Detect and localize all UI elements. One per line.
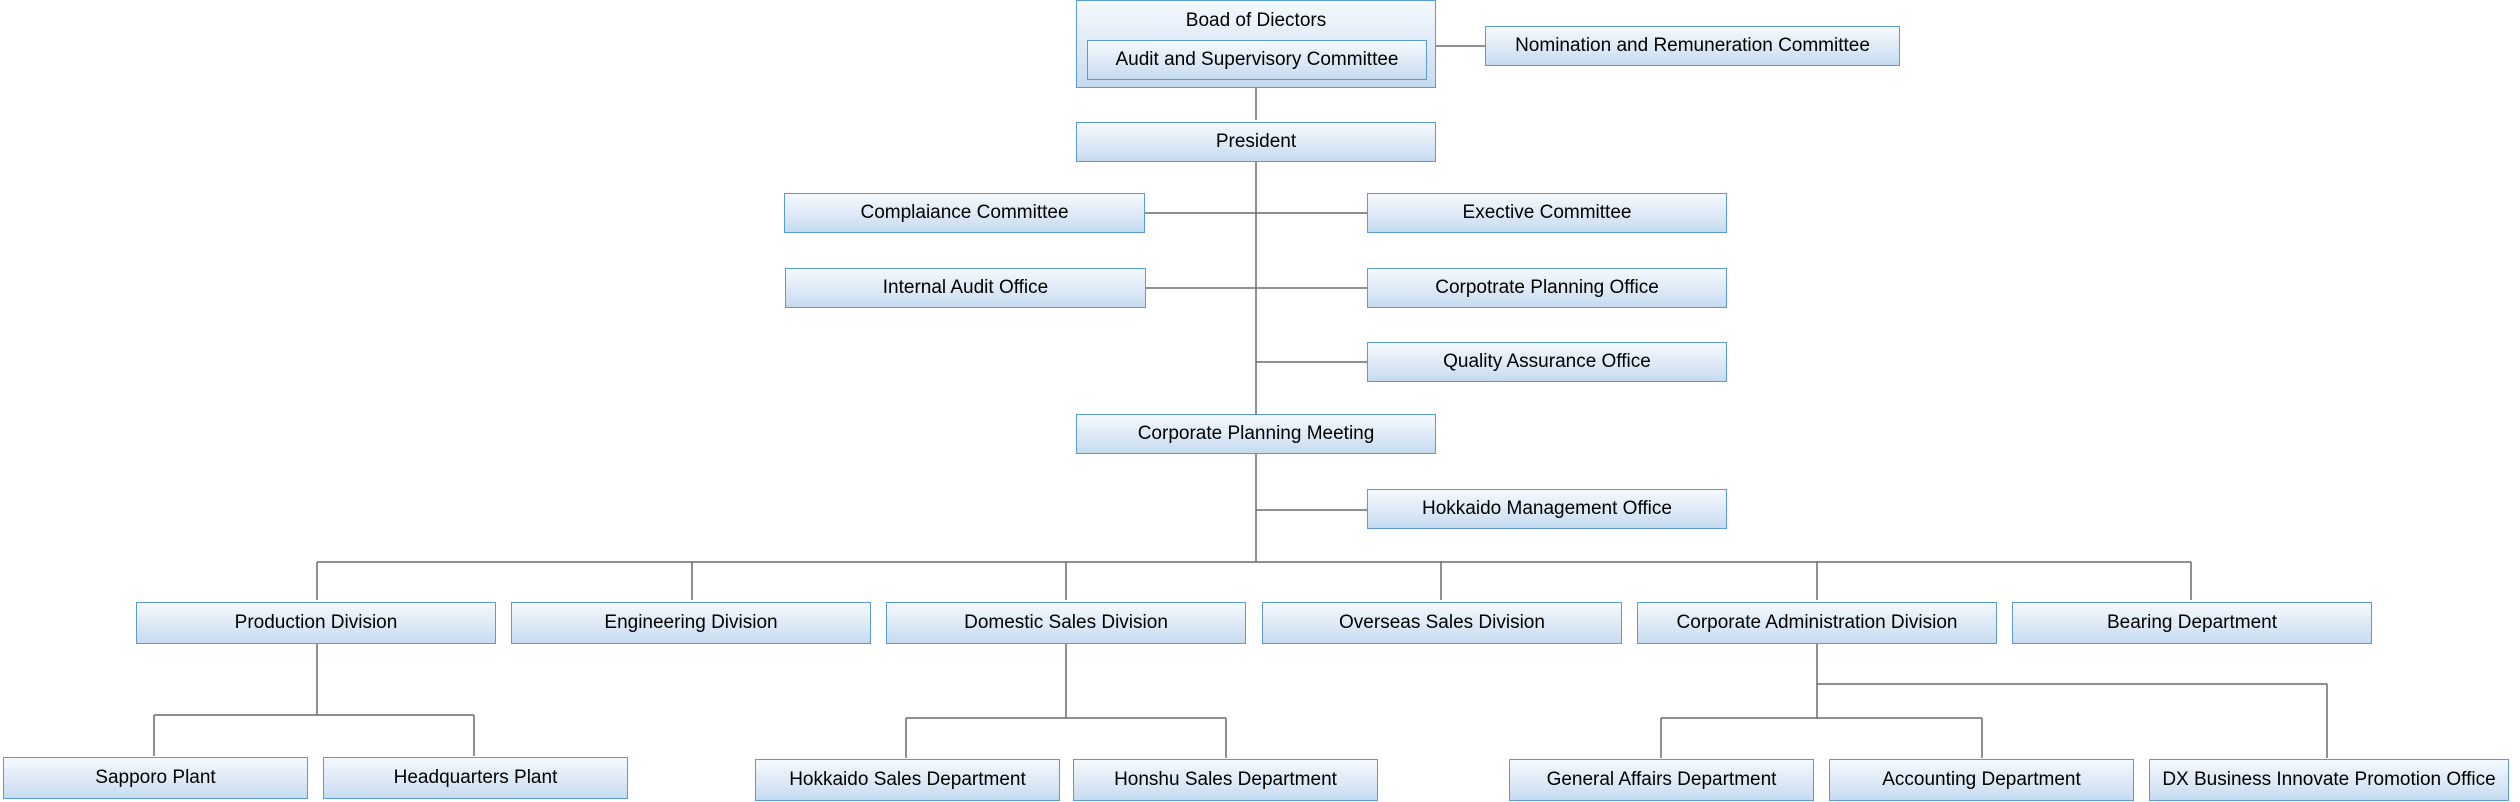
bearing-department-box: Bearing Department bbox=[2012, 602, 2372, 644]
corporate-administration-division-box: Corporate Administration Division bbox=[1637, 602, 1997, 644]
production-division-label: Production Division bbox=[234, 612, 398, 633]
corporate-planning-office-label: Corpotrate Planning Office bbox=[1435, 277, 1659, 298]
overseas-sales-division-box: Overseas Sales Division bbox=[1262, 602, 1622, 644]
overseas-sales-division-label: Overseas Sales Division bbox=[1339, 612, 1545, 633]
accounting-department-label: Accounting Department bbox=[1882, 769, 2081, 790]
engineering-division-label: Engineering Division bbox=[604, 612, 778, 633]
quality-assurance-office-label: Quality Assurance Office bbox=[1443, 351, 1651, 372]
corporate-administration-division-label: Corporate Administration Division bbox=[1676, 612, 1958, 633]
dx-business-innovate-promotion-office-box: DX Business Innovate Promotion Office bbox=[2149, 759, 2509, 801]
audit-supervisory-committee-label: Audit and Supervisory Committee bbox=[1115, 49, 1399, 70]
headquarters-plant-box: Headquarters Plant bbox=[323, 757, 628, 799]
executive-committee-box: Exective Committee bbox=[1367, 193, 1727, 233]
production-division-box: Production Division bbox=[136, 602, 496, 644]
domestic-sales-division-label: Domestic Sales Division bbox=[964, 612, 1168, 633]
domestic-sales-division-box: Domestic Sales Division bbox=[886, 602, 1246, 644]
headquarters-plant-label: Headquarters Plant bbox=[393, 767, 558, 788]
sapporo-plant-box: Sapporo Plant bbox=[3, 757, 308, 799]
general-affairs-department-label: General Affairs Department bbox=[1546, 769, 1777, 790]
board-of-directors-label: Boad of Diectors bbox=[1185, 10, 1327, 31]
engineering-division-box: Engineering Division bbox=[511, 602, 871, 644]
president-label: President bbox=[1215, 131, 1297, 152]
accounting-department-box: Accounting Department bbox=[1829, 759, 2134, 801]
compliance-committee-label: Complaiance Committee bbox=[860, 202, 1069, 223]
nomination-remuneration-committee-label: Nomination and Remuneration Committee bbox=[1515, 35, 1870, 56]
corporate-planning-office-box: Corpotrate Planning Office bbox=[1367, 268, 1727, 308]
internal-audit-office-label: Internal Audit Office bbox=[882, 277, 1049, 298]
hokkaido-management-office-label: Hokkaido Management Office bbox=[1422, 498, 1672, 519]
general-affairs-department-box: General Affairs Department bbox=[1509, 759, 1814, 801]
honshu-sales-department-label: Honshu Sales Department bbox=[1114, 769, 1337, 790]
corporate-planning-meeting-box: Corporate Planning Meeting bbox=[1076, 414, 1436, 454]
executive-committee-label: Exective Committee bbox=[1462, 202, 1632, 223]
honshu-sales-department-box: Honshu Sales Department bbox=[1073, 759, 1378, 801]
president-box: President bbox=[1076, 122, 1436, 162]
dx-business-innovate-promotion-office-label: DX Business Innovate Promotion Office bbox=[2162, 769, 2496, 790]
hokkaido-management-office-box: Hokkaido Management Office bbox=[1367, 489, 1727, 529]
internal-audit-office-box: Internal Audit Office bbox=[785, 268, 1146, 308]
quality-assurance-office-box: Quality Assurance Office bbox=[1367, 342, 1727, 382]
hokkaido-sales-department-box: Hokkaido Sales Department bbox=[755, 759, 1060, 801]
corporate-planning-meeting-label: Corporate Planning Meeting bbox=[1137, 423, 1375, 444]
bearing-department-label: Bearing Department bbox=[2106, 612, 2278, 633]
hokkaido-sales-department-label: Hokkaido Sales Department bbox=[789, 769, 1026, 790]
audit-supervisory-committee-box: Audit and Supervisory Committee bbox=[1087, 40, 1427, 80]
sapporo-plant-label: Sapporo Plant bbox=[95, 767, 216, 788]
compliance-committee-box: Complaiance Committee bbox=[784, 193, 1145, 233]
nomination-remuneration-committee-box: Nomination and Remuneration Committee bbox=[1485, 26, 1900, 66]
